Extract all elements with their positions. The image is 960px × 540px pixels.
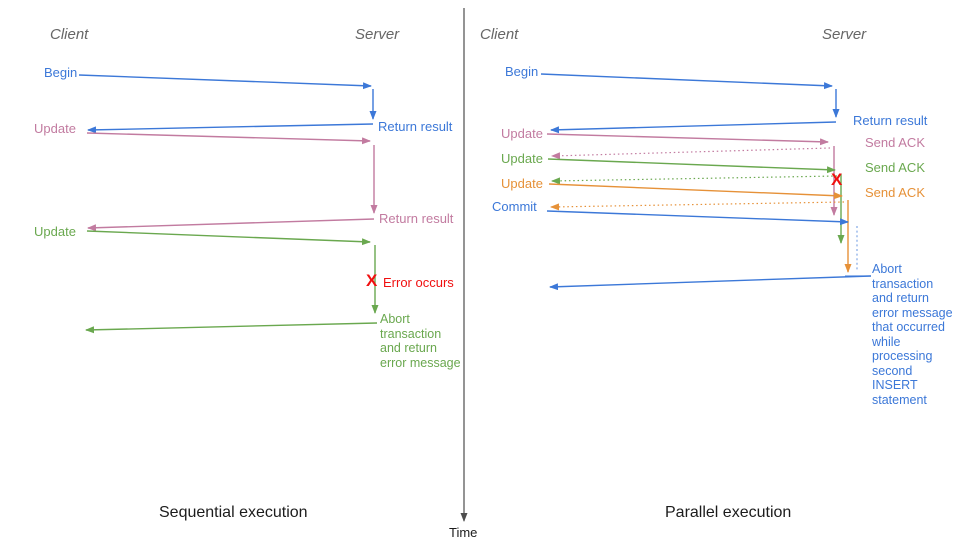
right-update1-ack-arrow (551, 147, 831, 160)
right-server-header: Server (822, 26, 867, 43)
right-update2-ack-label: Send ACK (865, 160, 925, 175)
right-update3-ack-arrow (550, 201, 845, 211)
right-abort-return-arrow (549, 275, 872, 291)
left-begin-return-arrow (87, 123, 374, 134)
right-update1-request-arrow (546, 133, 829, 146)
left-begin-label: Begin (44, 65, 78, 80)
left-error-label: Error occurs (383, 275, 454, 290)
left-client-header: Client (50, 26, 89, 43)
right-update3-request-arrow (548, 183, 843, 200)
right-begin-label: Begin (505, 64, 539, 79)
left-error-x-mark: X (366, 271, 378, 290)
right-client-header: Client (480, 26, 519, 43)
left-begin-request-arrow (78, 74, 372, 90)
right-update3-ack-label: Send ACK (865, 185, 925, 200)
left-update2-request-arrow (86, 230, 371, 246)
right-commit-label: Commit (492, 199, 537, 214)
right-update2-label: Update (501, 151, 543, 166)
left-update1-return-label: Return result (379, 211, 454, 226)
left-update2-label: Update (34, 224, 76, 239)
right-update2-ack-arrow (551, 175, 838, 185)
left-update1-return-arrow (87, 218, 375, 232)
left-panel-title: Sequential execution (159, 504, 308, 521)
right-panel-title: Parallel execution (665, 504, 792, 521)
time-axis-label: Time (449, 525, 478, 540)
left-begin-return-label: Return result (378, 119, 453, 134)
left-panel-arrows (78, 74, 379, 334)
right-commit-request-arrow (546, 210, 849, 226)
right-update1-label: Update (501, 126, 543, 141)
right-update3-label: Update (501, 176, 543, 191)
left-update1-label: Update (34, 121, 76, 136)
right-error-x-mark: X (831, 170, 843, 189)
left-update1-request-arrow (86, 132, 371, 145)
right-begin-request-arrow (540, 73, 833, 90)
right-update2-request-arrow (547, 158, 836, 174)
left-abort-return-arrow (85, 322, 378, 334)
right-update1-ack-label: Send ACK (865, 135, 925, 150)
right-begin-return-arrow (550, 121, 837, 134)
left-abort-note: Abort transaction and return error messa… (380, 312, 461, 370)
right-abort-note: Abort transaction and return error messa… (872, 262, 953, 407)
right-panel-arrows (540, 73, 872, 291)
left-server-header: Server (355, 26, 400, 43)
right-begin-return-label: Return result (853, 113, 928, 128)
